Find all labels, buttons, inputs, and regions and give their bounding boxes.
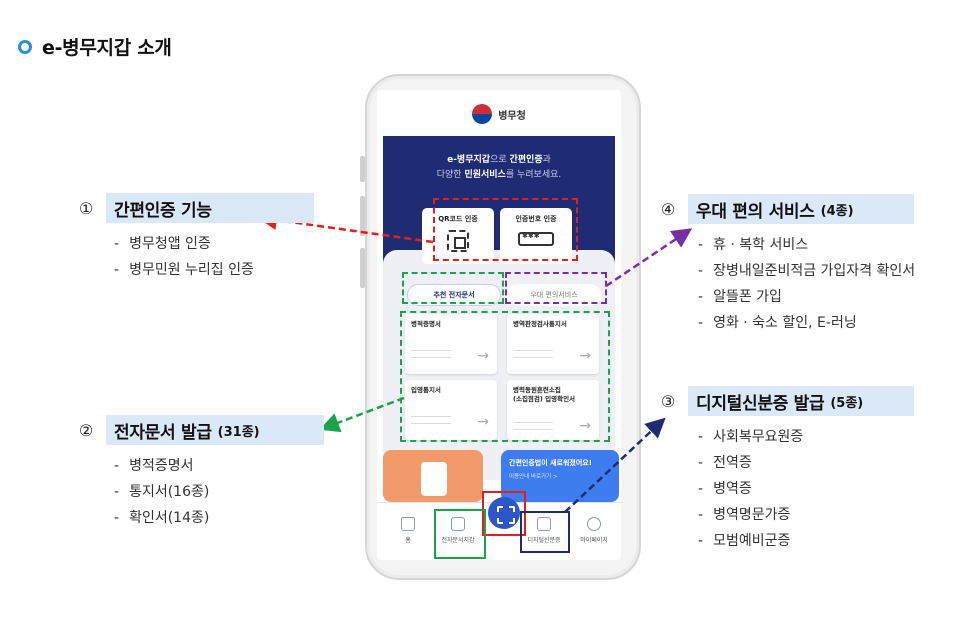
pin-auth-button[interactable]: 인증번호 인증: [500, 208, 572, 264]
phone-side-button: [360, 248, 365, 288]
callout-e-docs: ② 전자문서 발급 (31종) -병적증명서 -통지서(16종) -확인서(14…: [76, 415, 324, 531]
list-item: -병무민원 누리집 인증: [114, 262, 254, 278]
callout-simple-auth: ① 간편인증 기능 -병무청앱 인증 -병무민원 누리집 인증: [76, 193, 314, 283]
doc-card-title: 병력동원훈련소집 (소집점검) 입영확인서: [513, 386, 576, 403]
nav-doc-wallet-label: 전자문서지갑: [441, 537, 475, 544]
highlight-auth: [433, 198, 578, 261]
callout-count: (31종): [217, 424, 260, 440]
promo-banner-link: 이용안내 바로가기 >: [509, 474, 558, 480]
nav-home[interactable]: 홈: [383, 517, 433, 544]
taegeuk-logo-icon: [472, 104, 493, 124]
callout-head: ① 간편인증 기능: [76, 193, 314, 223]
doc-card-title: 병역판정검사통지서: [513, 320, 567, 328]
highlight-benefits-tab: [505, 272, 607, 304]
nav-my-page-label: 마이페이지: [580, 537, 608, 544]
list-item: -통지서(16종): [114, 484, 210, 500]
nav-my-page[interactable]: 마이페이지: [569, 517, 619, 544]
list-item: -모범예비군증: [698, 533, 791, 549]
id-card-icon: [537, 517, 551, 531]
nav-doc-wallet[interactable]: 전자문서지갑: [433, 517, 483, 544]
callout-head: ③ 디지털신분증 발급 (5종): [658, 386, 914, 416]
promo-banner-title: 간편인증법이 새로워졌어요!: [509, 459, 592, 467]
list-item: -병적증명서: [114, 458, 194, 474]
list-item: -사회복무요원증: [698, 429, 804, 445]
doc-card-title: 병적증명서: [411, 320, 441, 328]
wallet-icon: [451, 517, 465, 531]
bullet-ring-icon: [18, 39, 32, 54]
callout-list: -병무청앱 인증 -병무민원 누리집 인증: [114, 231, 314, 283]
callout-benefits: ④ 우대 편의 서비스 (4종) -휴 · 복학 서비스 -장병내일준비적금 가…: [658, 194, 915, 336]
highlight-fab: [482, 491, 526, 536]
callout-number: ④: [660, 199, 676, 219]
list-item: -영화 · 숙소 할인, E-러닝: [698, 315, 857, 331]
list-item: -병무청앱 인증: [114, 236, 211, 252]
doc-card-meta: [513, 422, 553, 430]
callout-list: -휴 · 복학 서비스 -장병내일준비적금 가입자격 확인서 -알뜰폰 가입 -…: [698, 232, 915, 336]
arrow-right-icon: →: [477, 348, 489, 364]
callout-list: -사회복무요원증 -전역증 -병역증 -병역명문가증 -모범예비군증: [698, 424, 914, 554]
callout-number: ①: [78, 198, 94, 218]
page-title: e-병무지갑 소개: [42, 37, 172, 59]
hero-line-2: 다양한 민원서비스를 누려보세요.: [436, 170, 562, 180]
doc-card-meta: [513, 350, 553, 358]
callout-title: 디지털신분증 발급: [696, 393, 825, 414]
list-item: -휴 · 복학 서비스: [698, 237, 809, 253]
phone-side-button: [360, 156, 365, 182]
callout-title-box: 우대 편의 서비스 (4종): [688, 194, 914, 224]
doc-card-meta: [411, 416, 451, 424]
callout-title-box: 전자문서 발급 (31종): [106, 415, 324, 445]
callout-number: ③: [660, 391, 676, 411]
highlight-doc-wallet: [434, 509, 486, 559]
list-item: -병역명문가증: [698, 507, 791, 523]
pin-auth-label: 인증번호 인증: [515, 215, 557, 223]
callout-number: ②: [78, 420, 94, 440]
nav-home-label: 홈: [405, 537, 411, 544]
callout-title-box: 디지털신분증 발급 (5종): [688, 386, 914, 416]
callout-count: (5종): [830, 395, 864, 411]
qr-scan-fab-button[interactable]: [488, 497, 520, 529]
nav-digital-id-label: 디지털신분증: [527, 537, 561, 544]
qr-auth-label: QR코드 인증: [438, 215, 478, 223]
callout-title: 우대 편의 서비스: [696, 201, 815, 222]
highlight-digital-id: [520, 511, 570, 553]
doc-card[interactable]: 병적증명서 →: [405, 314, 497, 374]
tab-benefit-services[interactable]: 우대 편의서비스: [507, 284, 601, 306]
tab-recommended-docs[interactable]: 추천 전자문서: [407, 284, 501, 306]
home-icon: [401, 517, 415, 531]
list-item: -확인서(14종): [114, 510, 210, 526]
list-item: -전역증: [698, 455, 752, 471]
callout-head: ② 전자문서 발급 (31종): [76, 415, 324, 445]
callout-title: 전자문서 발급: [114, 422, 212, 443]
doc-card-title: 입영통지서: [411, 386, 441, 394]
callout-count: (4종): [820, 203, 854, 219]
doc-card-meta: [411, 350, 451, 358]
highlight-docs-tab: [402, 272, 504, 304]
brand-name: 병무청: [498, 110, 526, 122]
hero-line-1: e-병무지갑으로 간편인증과: [447, 155, 551, 165]
page-header: e-병무지갑 소개: [18, 33, 172, 60]
doc-card[interactable]: 병역판정검사통지서 →: [507, 314, 599, 374]
phone-side-button: [360, 196, 365, 236]
callout-title-box: 간편인증 기능: [106, 193, 314, 223]
list-item: -알뜰폰 가입: [698, 289, 782, 305]
app-brand: 병무청: [377, 104, 621, 124]
callout-list: -병적증명서 -통지서(16종) -확인서(14종): [114, 453, 324, 531]
arrow-right-icon: →: [579, 348, 591, 364]
highlight-doc-cards: [400, 311, 610, 442]
arrow-right-icon: →: [477, 414, 489, 430]
qr-scan-icon: [447, 230, 469, 252]
list-item: -병역증: [698, 481, 752, 497]
callout-title: 간편인증 기능: [114, 200, 212, 221]
doc-card[interactable]: 입영통지서 →: [405, 380, 497, 440]
user-icon: [587, 517, 601, 531]
pin-touch-icon: [518, 232, 554, 246]
nav-digital-id[interactable]: 디지털신분증: [519, 517, 569, 544]
callout-digital-id: ③ 디지털신분증 발급 (5종) -사회복무요원증 -전역증 -병역증 -병역명…: [658, 386, 914, 554]
callout-head: ④ 우대 편의 서비스 (4종): [658, 194, 915, 224]
promo-banner-image[interactable]: [383, 450, 483, 502]
list-item: -장병내일준비적금 가입자격 확인서: [698, 263, 916, 279]
